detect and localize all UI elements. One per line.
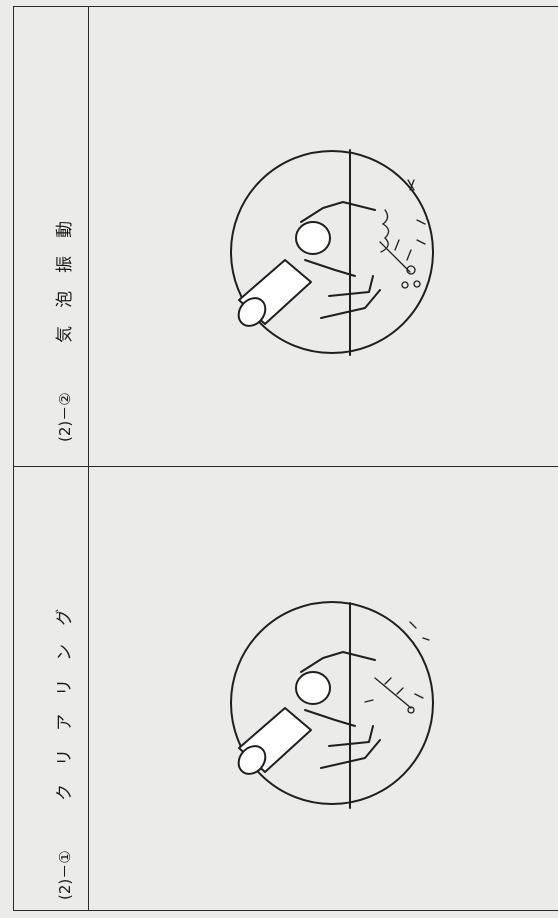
- table-frame: [13, 6, 558, 911]
- section-title: 気泡振動: [55, 202, 75, 343]
- row-divider: [13, 466, 558, 467]
- label-column-divider: [88, 6, 89, 911]
- section-number: (2)－①: [56, 850, 74, 900]
- diver-bubble-vibration-illustration: [230, 149, 434, 356]
- section-title: クリアリング: [55, 590, 75, 801]
- section-number: (2)－②: [56, 392, 74, 442]
- diver-clearing-mask-illustration: [230, 601, 434, 809]
